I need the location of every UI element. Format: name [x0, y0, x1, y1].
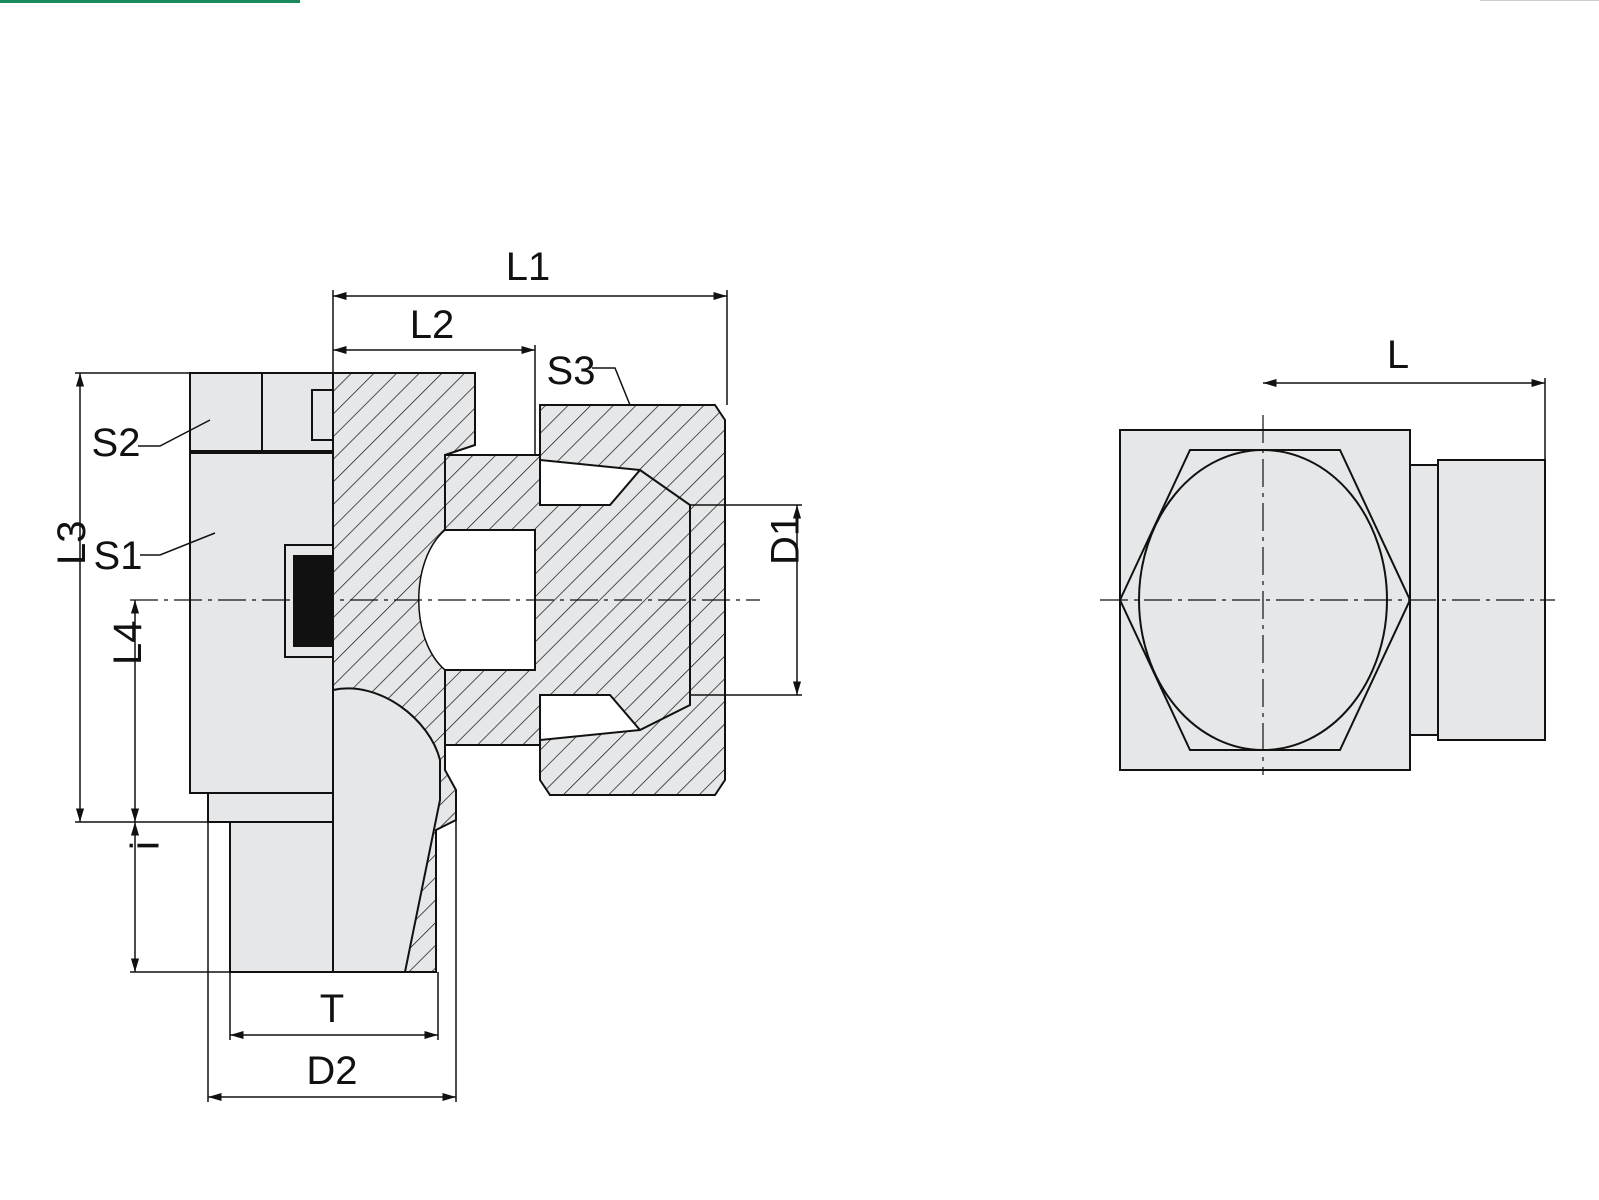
accent-line [0, 0, 300, 3]
center-lines [130, 415, 1555, 775]
dimensions [75, 290, 1546, 1102]
dimension-labels: L1 L2 S3 S2 S1 L3 L4 i T D2 D1 L [50, 245, 1409, 1093]
label-l: L [1387, 333, 1409, 377]
label-t: T [320, 987, 344, 1031]
label-l4: L4 [106, 621, 150, 666]
side-view [189, 372, 726, 973]
side-bore [332, 687, 441, 973]
label-l1: L1 [506, 245, 551, 289]
nut-s3 [539, 404, 726, 796]
top-right-line [1480, 0, 1599, 1]
label-l3: L3 [50, 521, 94, 566]
thread-stub [229, 821, 334, 973]
label-d2: D2 [306, 1049, 357, 1093]
label-s2: S2 [92, 421, 141, 465]
label-l2: L2 [410, 303, 455, 347]
label-s3: S3 [547, 349, 596, 393]
front-view [1118, 429, 1546, 771]
label-s1: S1 [94, 534, 143, 578]
label-d1: D1 [763, 514, 807, 565]
label-i: i [124, 841, 168, 850]
